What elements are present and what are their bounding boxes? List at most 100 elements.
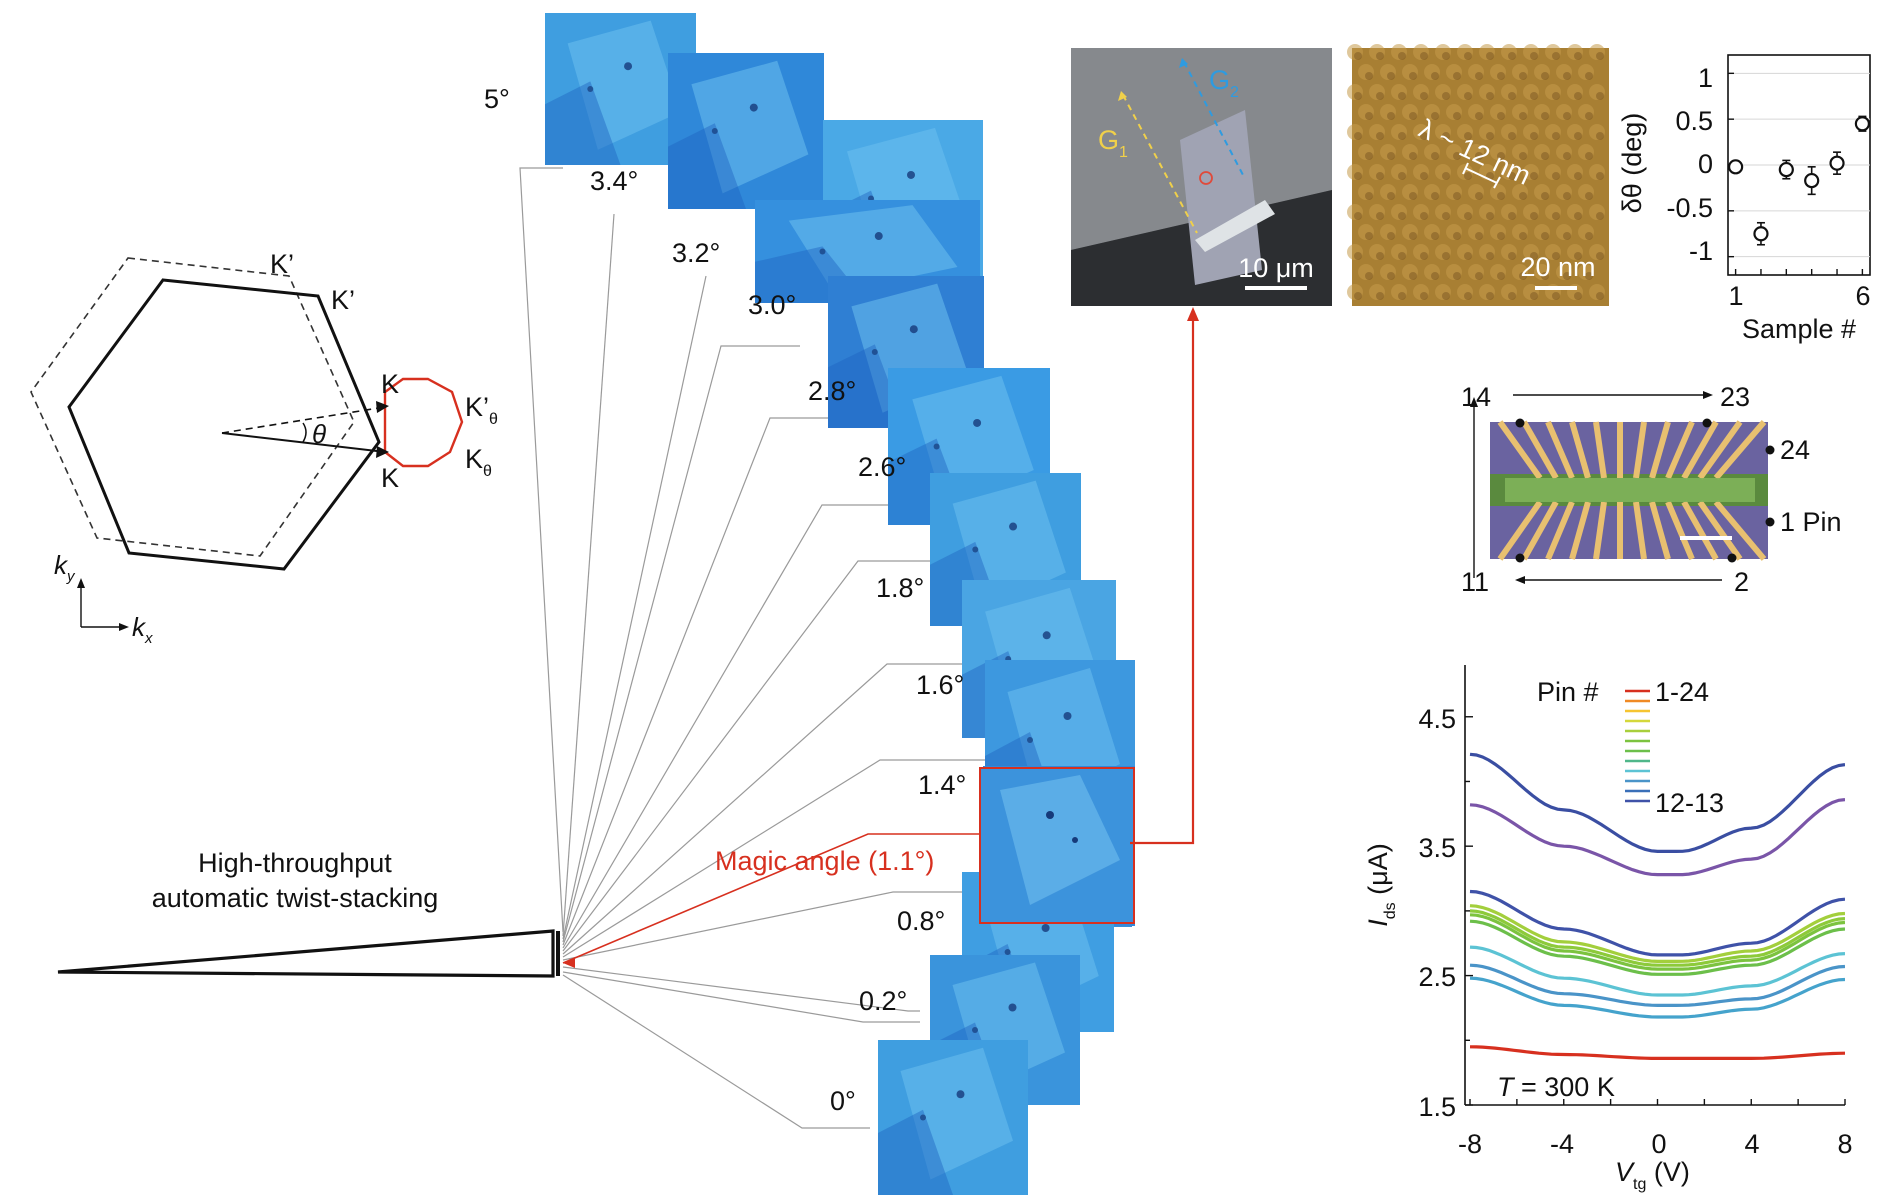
ids-ytick-2-5: 2.5	[1418, 962, 1456, 992]
ids-ytick-3-5: 3.5	[1418, 833, 1456, 863]
optical-scale-bar	[1245, 286, 1307, 290]
g2-label: G2	[1209, 65, 1239, 101]
angle-label-0-2: 0.2°	[859, 986, 907, 1016]
angle-label-1-4: 1.4°	[918, 770, 966, 800]
outer-hexagon	[67, 278, 381, 571]
fan-line	[562, 759, 1000, 958]
ids-xtick-8: 8	[1837, 1129, 1852, 1159]
k-upper-label: K	[381, 369, 399, 399]
brillouin-zone-panel: θ K’ K’ K K K’θ Kθ ky kx	[30, 249, 498, 647]
ids-ytick-1-5: 1.5	[1418, 1092, 1456, 1122]
magic-angle-label: Magic angle (1.1°)	[715, 846, 934, 876]
ids-temperature: T = 300 K	[1497, 1072, 1615, 1102]
fan-line	[562, 663, 967, 955]
fan-line	[562, 560, 958, 952]
micrograph-tiles	[545, 13, 1135, 1195]
pin-label-14: 14	[1461, 382, 1491, 412]
angle-label-0-8: 0.8°	[897, 906, 945, 936]
angle-label-0: 0°	[830, 1086, 856, 1116]
ids-series-line	[1469, 976, 1845, 1019]
ids-series-line	[1469, 963, 1845, 1008]
ids-ytick-4-5: 4.5	[1418, 704, 1456, 734]
g1-line	[1122, 94, 1198, 234]
stacking-panel: High-throughput automatic twist-stacking	[57, 848, 560, 978]
kx-axis-label: kx	[132, 612, 153, 647]
stacking-caption-line2: automatic twist-stacking	[152, 883, 439, 913]
fan-arrowhead	[563, 958, 575, 968]
angle-labels: 5° 3.4° 3.2° 3.0° 2.8° 2.6° 1.8° 1.6° 1.…	[484, 84, 966, 1116]
dtheta-point	[1753, 226, 1769, 242]
k-axes: ky kx	[54, 550, 153, 647]
fan-line	[519, 167, 564, 933]
rotated-hexagon-dashed	[30, 257, 355, 557]
dtheta-point	[1829, 155, 1845, 171]
fan-line	[562, 275, 707, 940]
k-vector-dashed-arrowhead	[376, 401, 389, 413]
device-panel: 14 23 24 1 Pin 11 2	[1461, 382, 1842, 597]
micrograph-tile	[668, 53, 824, 209]
dtheta-point	[1778, 161, 1794, 178]
ids-legend-first: 1-24	[1655, 677, 1709, 707]
dtheta-xtick-1: 1	[1728, 281, 1743, 311]
fan-line	[562, 417, 830, 946]
theta-arc	[302, 422, 307, 443]
angle-label-1-6: 1.6°	[916, 670, 964, 700]
k-theta-label: Kθ	[465, 444, 492, 480]
ids-ylabel: Ids (μA)	[1363, 843, 1399, 927]
dtheta-xtick-6: 6	[1855, 281, 1870, 311]
afm-image-panel: λ ~ 12 nm 20 nm	[1347, 44, 1609, 306]
k-prime-theta-label: K’θ	[465, 392, 498, 428]
pin-label-11: 11	[1461, 567, 1489, 597]
fan-line	[562, 504, 893, 949]
ids-vtg-chart: 4.5 3.5 2.5 1.5 -8 -4 0 4 8 Vtg (V) Ids …	[1363, 665, 1853, 1193]
k-vector-solid	[221, 432, 386, 453]
optical-marker	[1199, 171, 1213, 185]
angle-label-2-6: 2.6°	[858, 452, 906, 482]
pin-label-23: 23	[1720, 382, 1750, 412]
ids-xtick-neg4: -4	[1550, 1129, 1574, 1159]
pin-label-2: 2	[1734, 567, 1749, 597]
ids-series-line	[1469, 798, 1845, 877]
theta-label: θ	[312, 419, 326, 449]
g1-label: G1	[1098, 125, 1128, 161]
fan-line	[562, 345, 800, 943]
ids-xtick-0: 0	[1651, 1129, 1666, 1159]
pin-label-24: 24	[1780, 435, 1810, 465]
angle-label-3-0: 3.0°	[748, 290, 796, 320]
stacking-stylus	[57, 929, 555, 978]
fan-line	[562, 213, 615, 937]
ids-series-line	[1469, 904, 1845, 964]
stacking-caption-line1: High-throughput	[198, 848, 392, 878]
fan-line-magic	[562, 833, 1000, 964]
dtheta-point	[1728, 159, 1744, 175]
ids-series-line	[1469, 889, 1845, 957]
dtheta-point	[1804, 172, 1820, 189]
ky-axis-label: ky	[54, 550, 76, 585]
fan-line	[562, 971, 920, 1023]
ids-series-line	[1469, 752, 1845, 854]
k-prime-label-1: K’	[270, 249, 294, 279]
pin-label-1: 1 Pin	[1780, 507, 1842, 537]
ids-series-line	[1469, 919, 1845, 976]
dtheta-ytick-0-5: 0.5	[1675, 106, 1713, 136]
ids-xtick-4: 4	[1744, 1129, 1759, 1159]
k-vector-solid-arrowhead	[376, 446, 389, 458]
magic-angle-tile	[979, 767, 1135, 924]
angle-label-3-4: 3.4°	[590, 166, 638, 196]
ids-series-line	[1469, 913, 1845, 971]
ids-xtick-neg8: -8	[1458, 1129, 1482, 1159]
k-prime-label-2: K’	[331, 285, 355, 315]
afm-scale-label: 20 nm	[1520, 252, 1595, 282]
dtheta-ylabel: δθ (deg)	[1617, 113, 1647, 214]
angle-label-3-2: 3.2°	[672, 238, 720, 268]
moire-hexagon	[383, 377, 464, 468]
ids-series-line	[1469, 1045, 1845, 1061]
micrograph-tile	[878, 1040, 1028, 1195]
k-lower-label: K	[381, 463, 399, 493]
optical-image-panel: G1 G2 10 μm	[1071, 48, 1332, 306]
ids-xlabel: Vtg (V)	[1615, 1157, 1690, 1193]
angle-label-2-8: 2.8°	[808, 376, 856, 406]
dtheta-ytick-1: 1	[1698, 63, 1713, 93]
dtheta-ytick-neg-1: -1	[1689, 236, 1713, 266]
ids-legend-last: 12-13	[1655, 788, 1724, 818]
